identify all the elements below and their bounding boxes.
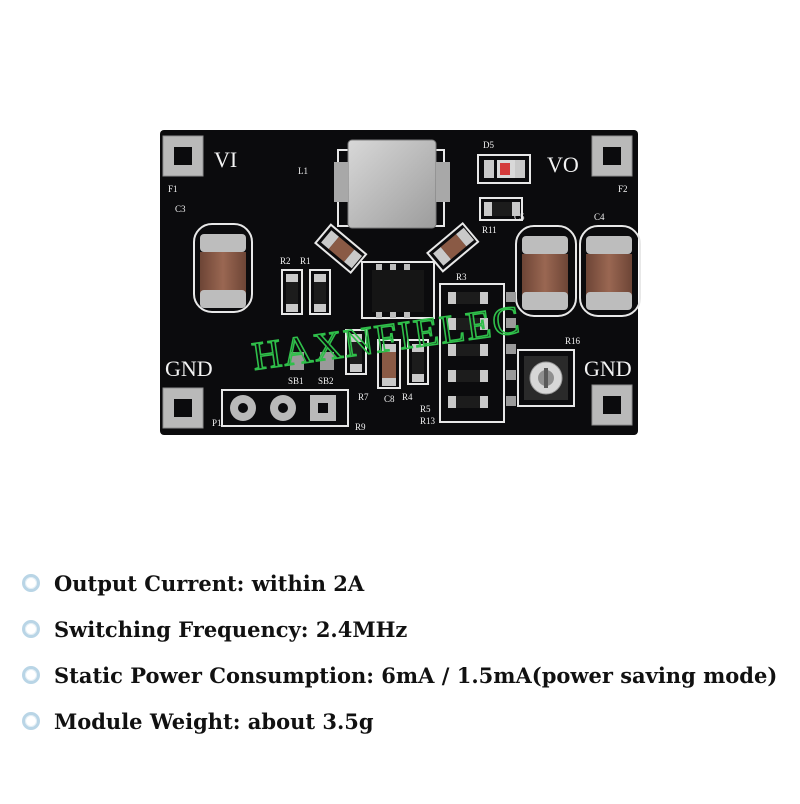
- spec-text: Switching Frequency: 2.4MHz: [54, 616, 408, 642]
- r4-label: R4: [402, 392, 413, 402]
- f2-label: F2: [618, 184, 628, 194]
- diagonal-capacitors: [314, 221, 480, 275]
- l1-label: L1: [298, 166, 308, 176]
- spec-text: Static Power Consumption: 6mA / 1.5mA(po…: [54, 662, 778, 688]
- f1-label: F1: [168, 184, 178, 194]
- r7-label: R7: [358, 392, 369, 402]
- converter-ic: [361, 261, 435, 319]
- resistors-r1-r2: [281, 269, 331, 315]
- r11-label: R11: [482, 225, 497, 235]
- r5-label: R5: [420, 404, 431, 414]
- trimmer-potentiometer: [517, 349, 575, 407]
- small-components-center: [345, 329, 429, 389]
- sb2-label: SB2: [318, 376, 334, 386]
- capacitor-c4: [579, 225, 641, 317]
- resistor-r11: [479, 197, 523, 221]
- sb1-label: SB1: [288, 376, 304, 386]
- r1-label: R1: [300, 256, 311, 266]
- mounting-pads: [162, 135, 633, 429]
- capacitor-c5: [515, 225, 577, 317]
- c8-label: C8: [384, 394, 395, 404]
- spec-module-weight: Module Weight: about 3.5g: [22, 698, 792, 744]
- spec-text: Output Current: within 2A: [54, 570, 365, 596]
- led-d5: [477, 154, 531, 184]
- power-inductor: [334, 139, 450, 229]
- circle-bullet-icon: [22, 620, 40, 638]
- c3-label: C3: [175, 204, 186, 214]
- resistor-array: [439, 283, 516, 423]
- pcb-module-photo: VI VO GND GND F1 F2 C3 C5 C4 D5 L1 R2 R1…: [160, 130, 641, 435]
- r2-label: R2: [280, 256, 291, 266]
- c4-label: C4: [594, 212, 605, 222]
- r9-label: R9: [355, 422, 366, 432]
- gnd-left-label: GND: [165, 356, 213, 381]
- vo-label: VO: [547, 152, 579, 177]
- spec-static-power: Static Power Consumption: 6mA / 1.5mA(po…: [22, 652, 792, 698]
- r16-label: R16: [565, 336, 581, 346]
- gnd-right-label: GND: [584, 356, 632, 381]
- circle-bullet-icon: [22, 666, 40, 684]
- header-pads: [221, 352, 349, 427]
- spec-output-current: Output Current: within 2A: [22, 560, 792, 606]
- spec-switching-frequency: Switching Frequency: 2.4MHz: [22, 606, 792, 652]
- vi-label: VI: [214, 147, 237, 172]
- r13-label: R13: [420, 416, 436, 426]
- spec-list: Output Current: within 2A Switching Freq…: [22, 560, 792, 744]
- r3-label: R3: [456, 272, 467, 282]
- capacitor-c3: [193, 223, 253, 313]
- circle-bullet-icon: [22, 574, 40, 592]
- spec-text: Module Weight: about 3.5g: [54, 708, 374, 734]
- c5-label: C5: [514, 212, 525, 222]
- circle-bullet-icon: [22, 712, 40, 730]
- d5-label: D5: [483, 140, 494, 150]
- p1-label: P1: [212, 418, 222, 428]
